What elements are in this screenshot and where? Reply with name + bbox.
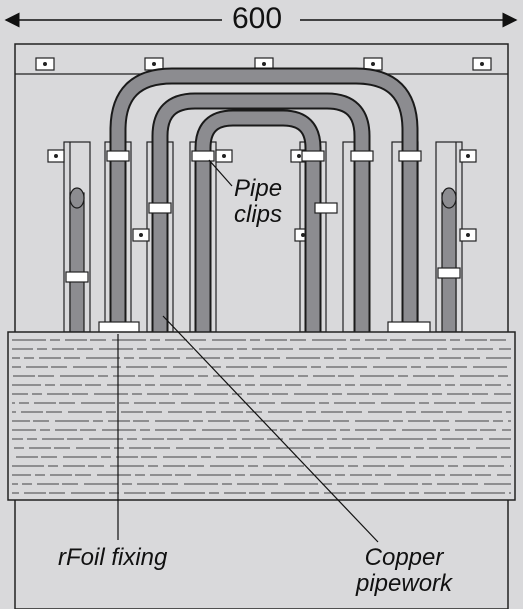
copper-pipe-loops	[109, 67, 419, 332]
side-pipes	[65, 187, 461, 333]
dimension-label: 600	[232, 2, 283, 35]
pipe-clips	[106, 150, 422, 214]
rfoil-fixing-label: rFoil fixing	[58, 544, 168, 571]
pipe-clips-label-line2: clips	[234, 201, 283, 228]
foil-hatch-lines	[12, 339, 511, 494]
pipe-clips-label-line1: Pipe	[234, 175, 283, 202]
copper-pipework-label-line2: pipework	[356, 570, 453, 597]
reflective-foil	[7, 331, 516, 501]
copper-pipework-label-line1: Copper	[364, 544, 444, 571]
copper-pipework-label: Copper pipework	[356, 545, 452, 597]
pipe-clips-label: Pipe clips	[234, 176, 282, 228]
leader-lines	[117, 159, 379, 543]
